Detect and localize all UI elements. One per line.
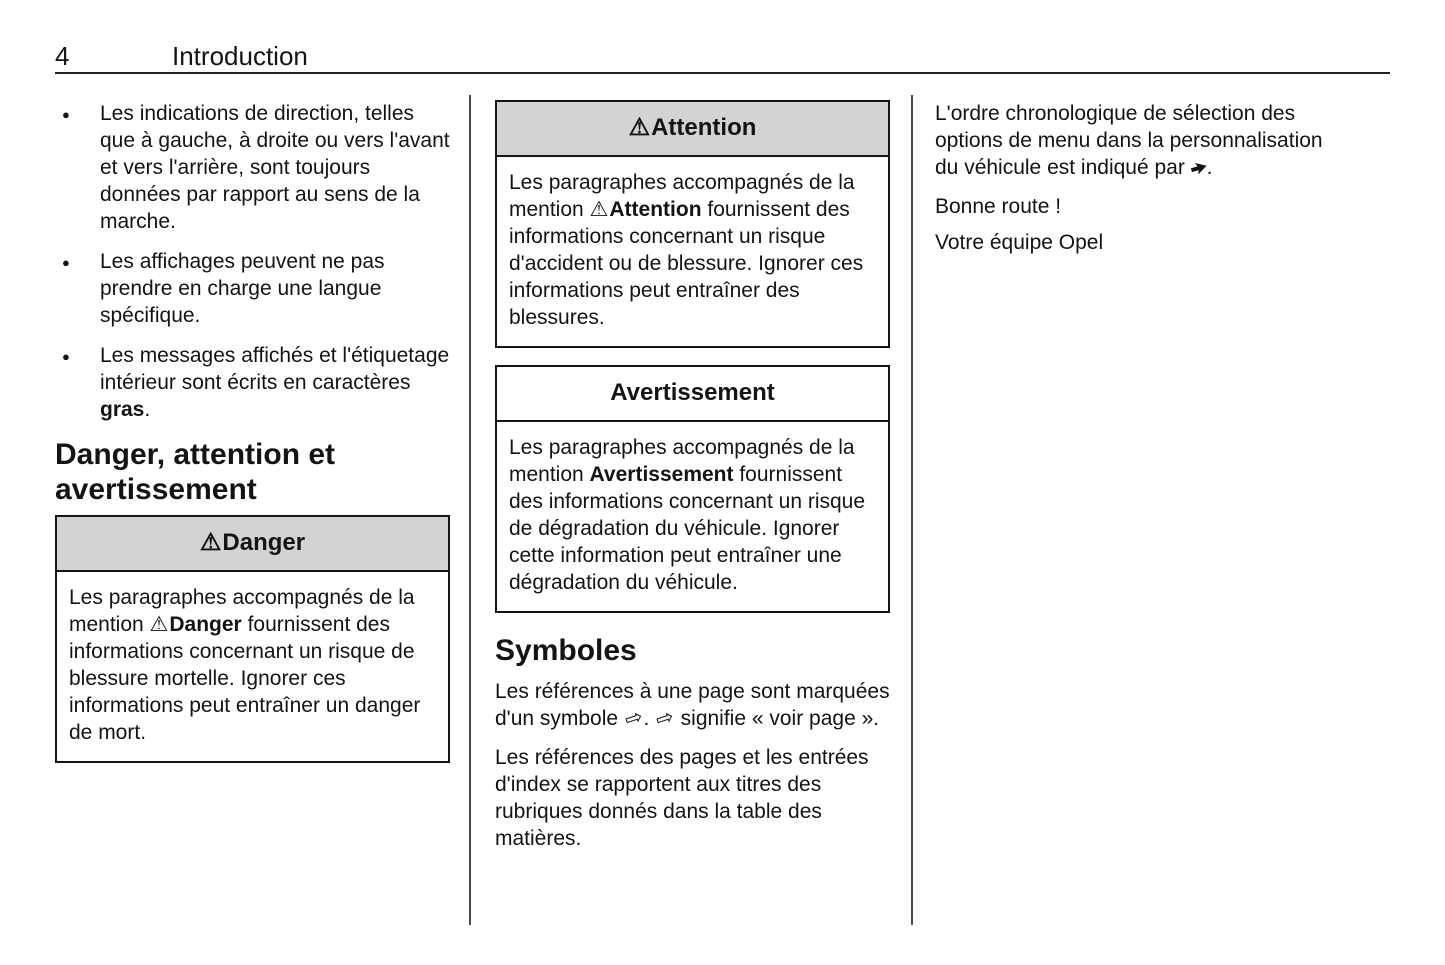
column-2: ⚠Attention Les paragraphes accompagnés d… [495,100,890,864]
page-reference-arrow-icon: ⇨ [621,704,646,733]
warning-triangle-icon: ⚠ [199,529,222,556]
chapter-title: Introduction [172,41,308,71]
attention-box-title: ⚠Attention [497,102,888,157]
warning-triangle-icon: ⚠ [589,198,609,221]
personalization-paragraph: L'ordre chronologique de sélection des o… [935,102,1323,179]
bullet-list: Les indications de direction, telles que… [55,100,450,423]
column-3: L'ordre chronologique de sélection des o… [935,100,1337,265]
column-divider-left [469,95,471,925]
list-item: Les messages affichés et l'éti­quetage i… [55,342,450,423]
menu-sequence-arrow-icon [1189,159,1208,177]
closing-line-bonne-route: Bonne route ! [935,195,1062,218]
attention-box: ⚠Attention Les paragraphes accompagnés d… [495,100,890,348]
page-number: 4 [55,41,70,71]
attention-box-body: Les paragraphes accompagnés de la mentio… [509,171,864,329]
warning-triangle-icon: ⚠ [628,114,651,141]
column-divider-right [911,95,913,925]
section-heading-danger-attention-avertissement: Danger, attention et avertissement [55,438,336,506]
section-heading-symboles: Symboles [495,634,637,667]
page-reference-arrow-icon: ⇨ [653,704,677,733]
symbols-paragraph: Les références à une page sont marquées … [495,680,890,733]
list-item: Les affichages peuvent ne pas prendre en… [55,248,450,329]
list-item: Les indications de direction, telles que… [55,100,450,235]
danger-box-body: Les paragraphes accompagnés de la mentio… [69,586,421,744]
danger-box: ⚠Danger Les paragraphes accompagnés de l… [55,515,450,763]
column-1: Les indications de direction, telles que… [55,100,450,763]
warning-triangle-icon: ⚠ [149,613,169,636]
avertissement-box-title: Avertissement [497,367,888,422]
danger-box-title: ⚠Danger [57,517,448,572]
symbols-paragraph: Les références des pages et les entrées … [495,746,869,850]
closing-line-equipe-opel: Votre équipe Opel [935,231,1104,254]
avertissement-box: Avertissement Les paragraphes accompagné… [495,365,890,613]
avertissement-box-body: Les paragraphes accompagnés de la mentio… [509,436,866,594]
header-rule [55,72,1390,74]
